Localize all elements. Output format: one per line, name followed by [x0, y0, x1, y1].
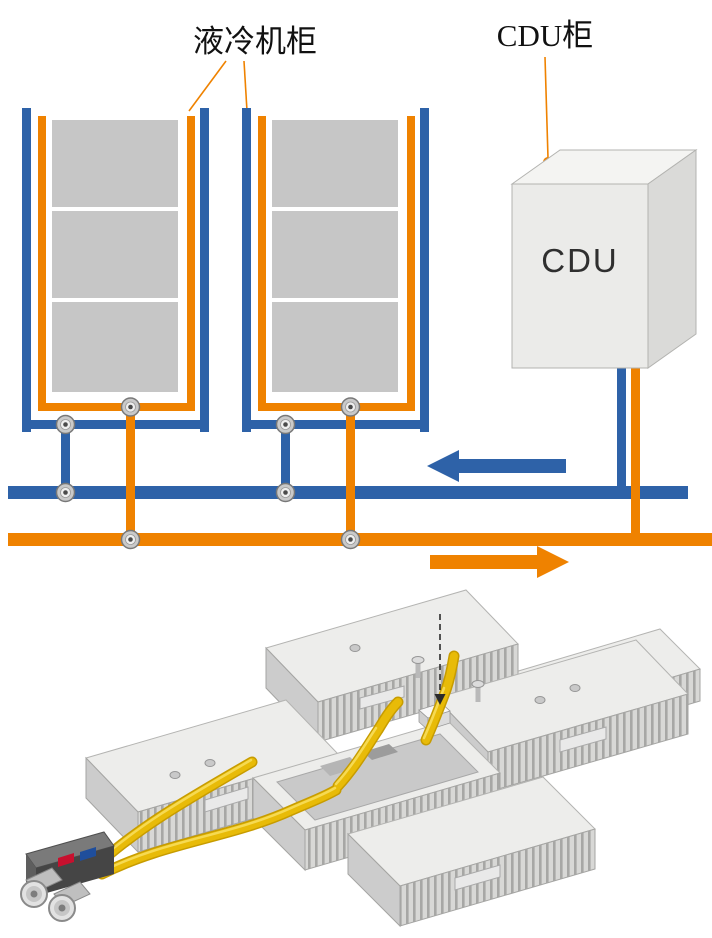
orange-drop-cab2	[346, 411, 355, 533]
callout-line-cabinet2	[243, 60, 248, 112]
connector-port-hole	[58, 904, 66, 912]
valve-coupling-icon	[340, 529, 361, 550]
blue-pipe-cab2-left	[242, 108, 251, 432]
server-panel	[272, 211, 398, 298]
valve-coupling-icon	[275, 414, 296, 435]
blue-pipe-cab2-right	[420, 108, 429, 432]
label-liquid-cooling-cabinet: 液冷机柜	[193, 24, 317, 59]
blue-flow-arrow-left-icon	[427, 450, 566, 482]
orange-pipe-cab2-left	[258, 116, 266, 411]
cdu-front-face	[511, 183, 649, 369]
arrow-down-icon	[434, 694, 446, 705]
valve-coupling-icon	[120, 397, 141, 417]
screw-head-icon	[411, 656, 425, 664]
blue-return-piping	[8, 108, 688, 499]
orange-drop-cdu	[631, 368, 640, 533]
blue-pipe-cab2-bottom	[242, 420, 429, 429]
standoff-screws	[411, 656, 485, 702]
valve-coupling-icon	[275, 482, 296, 503]
blue-drop-cab1	[61, 429, 70, 486]
module-port-plate	[454, 864, 501, 891]
valve-coupling-icon	[55, 414, 76, 435]
server-panel	[52, 211, 178, 298]
blue-drop-cdu	[617, 368, 626, 486]
label-cdu-unit: CDU	[541, 242, 619, 279]
orange-pipe-cab2-bottom	[258, 403, 415, 411]
callout-line-cdu	[544, 56, 549, 159]
valve-coupling-icon	[120, 529, 141, 550]
connector-red-mark	[58, 853, 74, 867]
server-panel	[272, 120, 398, 207]
orange-drop-cab1	[126, 411, 135, 533]
server-panel	[52, 120, 178, 207]
server-module-illustration	[20, 589, 701, 928]
valve-coupling-icon	[55, 482, 76, 503]
screw-stem	[415, 660, 421, 678]
orange-pipe-cab1-left	[38, 116, 46, 411]
tray-component	[363, 744, 398, 760]
cabinet-panels	[52, 120, 398, 392]
coolant-hose	[334, 698, 402, 790]
screw-stem	[475, 684, 481, 702]
blue-pipe-cab1-right	[200, 108, 209, 432]
screw-knob-icon	[169, 771, 181, 779]
callout-line-cabinet1	[188, 60, 227, 112]
server-panel	[52, 302, 178, 392]
coolant-hose	[98, 786, 340, 878]
connector-port-hole	[30, 890, 38, 898]
cdu-right-face	[647, 149, 697, 369]
screw-knob-icon	[349, 644, 361, 652]
blue-drop-cab2	[281, 429, 290, 486]
blue-pipe-cab1-bottom	[22, 420, 209, 429]
hose-highlight	[422, 686, 446, 740]
tray-component	[320, 757, 360, 776]
connector-blue-mark	[80, 847, 96, 861]
orange-pipe-cab2-right	[407, 116, 415, 411]
server-module-bottom	[347, 776, 596, 928]
orange-flow-arrow-right-icon	[430, 546, 569, 578]
coolant-hose	[422, 652, 458, 744]
hose-highlight	[334, 726, 378, 786]
server-panel	[272, 302, 398, 392]
screw-knob-icon	[569, 684, 581, 692]
module-port-plate	[559, 726, 607, 753]
module-port-plate	[204, 786, 249, 813]
screw-head-icon	[471, 680, 485, 688]
hose-highlight	[99, 786, 337, 874]
orange-pipe-cab1-bottom	[38, 403, 195, 411]
screw-knob-icon	[204, 759, 216, 767]
module-port-plate	[359, 685, 405, 710]
screw-knob-icon	[534, 696, 546, 704]
piping-schematic: 液冷机柜 CDU柜	[8, 18, 712, 578]
valve-coupling-icon	[340, 397, 361, 417]
label-cdu-cabinet: CDU柜	[497, 18, 593, 53]
cdu-box: CDU	[510, 149, 698, 369]
blue-pipe-cab1-left	[22, 108, 31, 432]
orange-pipe-cab1-right	[187, 116, 195, 411]
quick-connector	[20, 831, 115, 922]
insertion-arrow	[434, 614, 446, 705]
